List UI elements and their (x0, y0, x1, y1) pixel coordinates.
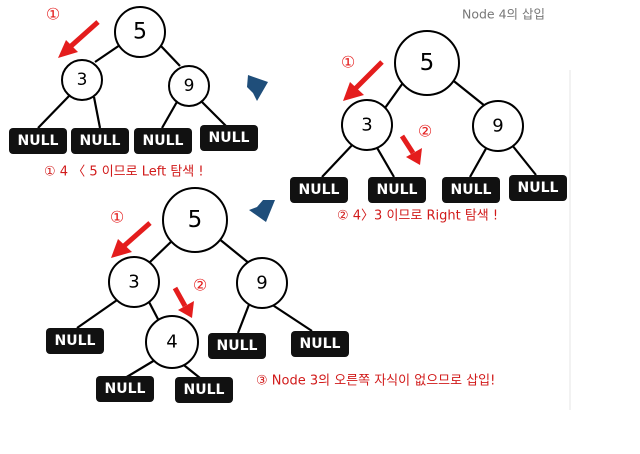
svg-text:NULL: NULL (518, 180, 559, 196)
tree-2-left-node: 3 (341, 99, 393, 151)
svg-text:NULL: NULL (55, 333, 96, 349)
tree-1-marker-1: ① (46, 5, 60, 24)
tree-2: 5 3 9 NULL NULL NULL NULL ① (290, 30, 567, 224)
caption-step-1: ① 4 〈 5 이므로 Left 탐색 ! (44, 165, 204, 180)
tree-3-null-2: NULL (208, 333, 266, 359)
tree-1-root-node: 5 (114, 6, 166, 58)
transition-arrow-1 (247, 75, 268, 101)
tree-1-right-node: 9 (168, 65, 210, 107)
svg-text:3: 3 (128, 272, 139, 293)
tree-2-marker-1: ① (341, 53, 355, 72)
diagram-title: Node 4의 삽입 (462, 7, 545, 22)
svg-text:5: 5 (188, 207, 203, 233)
tree-3-marker-2: ② (193, 276, 207, 295)
tree-2-red-arrow-2 (399, 134, 422, 165)
svg-text:NULL: NULL (377, 182, 418, 198)
tree-3-marker-1: ① (110, 208, 124, 227)
tree-3-red-arrow-2 (172, 286, 194, 318)
svg-text:NULL: NULL (209, 130, 250, 146)
svg-text:NULL: NULL (18, 133, 59, 149)
tree-3-red-arrow-1 (111, 221, 152, 258)
svg-text:9: 9 (492, 116, 503, 137)
tree-1: 5 3 9 NULL NULL NULL NULL ① (9, 5, 258, 180)
tree-2-null-2: NULL (368, 177, 426, 203)
svg-text:9: 9 (184, 76, 195, 96)
svg-text:NULL: NULL (184, 382, 225, 398)
svg-text:5: 5 (420, 50, 435, 76)
svg-text:5: 5 (133, 20, 147, 45)
svg-text:NULL: NULL (80, 133, 121, 149)
tree-2-root-node: 5 (394, 30, 460, 96)
tree-3-root-node: 5 (162, 187, 228, 253)
tree-3: 5 3 9 4 NULL NULL NULL NULL (46, 187, 495, 403)
svg-text:NULL: NULL (105, 381, 146, 397)
caption-step-2: ② 4〉3 이므로 Right 탐색 ! (337, 209, 498, 224)
tree-1-null-1: NULL (9, 128, 67, 154)
tree-3-null-5: NULL (175, 377, 233, 403)
tree-2-marker-2: ② (418, 122, 432, 141)
tree-3-null-4: NULL (96, 376, 154, 402)
tree-1-null-3: NULL (134, 128, 192, 154)
svg-text:3: 3 (77, 70, 88, 90)
tree-1-red-arrow (58, 20, 100, 58)
svg-text:4: 4 (166, 332, 177, 353)
tree-2-null-4: NULL (509, 175, 567, 201)
tree-3-right-node: 9 (236, 257, 288, 309)
tree-2-right-node: 9 (472, 100, 524, 152)
svg-text:NULL: NULL (300, 336, 341, 352)
transition-arrow-2 (249, 200, 275, 222)
svg-text:NULL: NULL (143, 133, 184, 149)
tree-2-null-3: NULL (442, 177, 500, 203)
tree-3-left-node: 3 (108, 256, 160, 308)
svg-text:NULL: NULL (217, 338, 258, 354)
tree-1-null-2: NULL (71, 128, 129, 154)
svg-text:9: 9 (256, 273, 267, 294)
tree-2-red-arrow-1 (343, 60, 384, 101)
svg-text:NULL: NULL (299, 182, 340, 198)
caption-step-3: ③ Node 3의 오른쪽 자식이 없으므로 삽입! (256, 374, 495, 389)
svg-text:NULL: NULL (451, 182, 492, 198)
tree-1-left-node: 3 (61, 59, 103, 101)
svg-text:3: 3 (361, 115, 372, 136)
tree-2-null-1: NULL (290, 177, 348, 203)
tree-1-null-4: NULL (200, 125, 258, 151)
tree-3-inserted-node: 4 (145, 315, 199, 369)
tree-3-null-1: NULL (46, 328, 104, 354)
tree-3-null-3: NULL (291, 331, 349, 357)
